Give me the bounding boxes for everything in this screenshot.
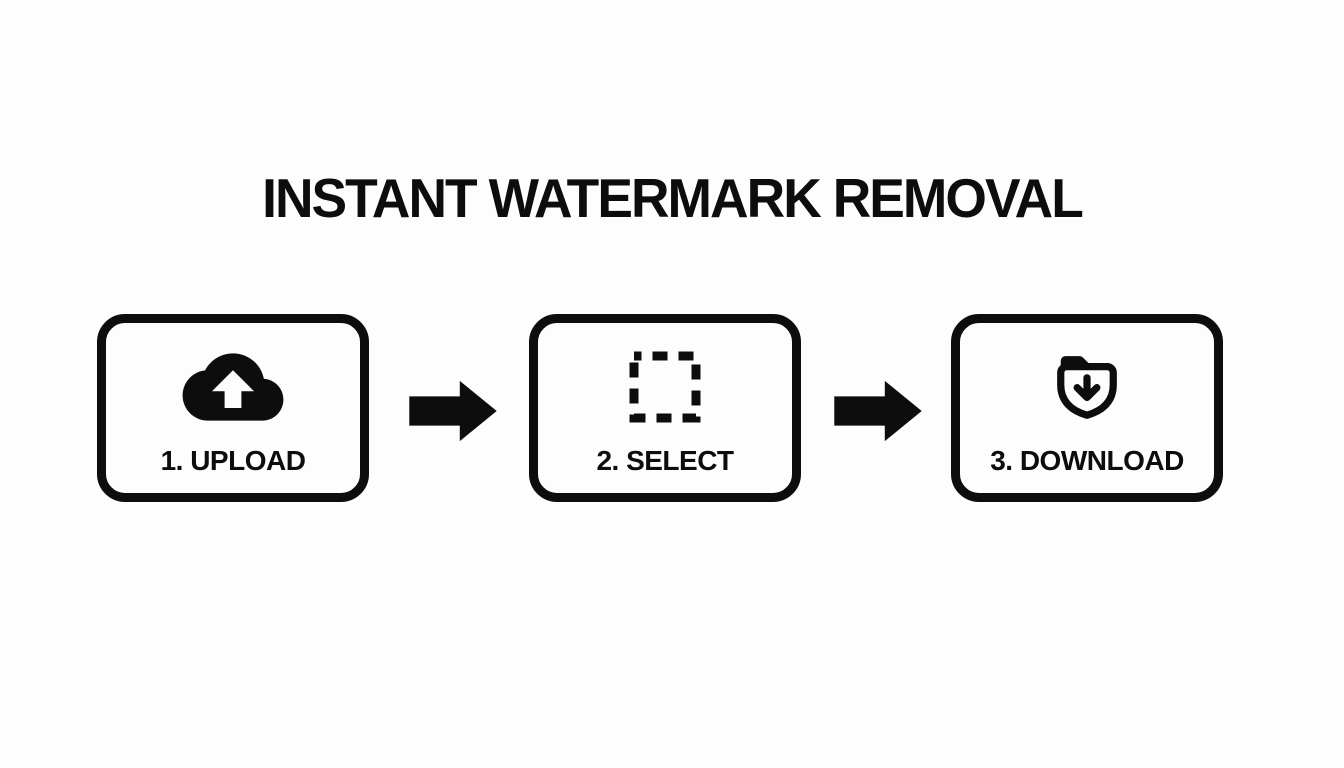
selection-marquee-icon: [625, 343, 705, 431]
step-box-select: 2. SELECT: [529, 314, 801, 502]
step-box-upload: 1. UPLOAD: [97, 314, 369, 502]
step-label-download: 3. DOWNLOAD: [990, 445, 1184, 476]
step-label-upload: 1. UPLOAD: [160, 445, 306, 476]
right-arrow-icon: [409, 380, 497, 442]
step-box-download: 3. DOWNLOAD: [951, 314, 1223, 502]
cloud-upload-icon: [181, 343, 285, 431]
step-label-select: 2. SELECT: [596, 445, 734, 476]
right-arrow-icon: [834, 380, 922, 442]
folder-download-icon: [1045, 343, 1129, 431]
page-title: INSTANT WATERMARK REMOVAL: [262, 167, 1084, 229]
